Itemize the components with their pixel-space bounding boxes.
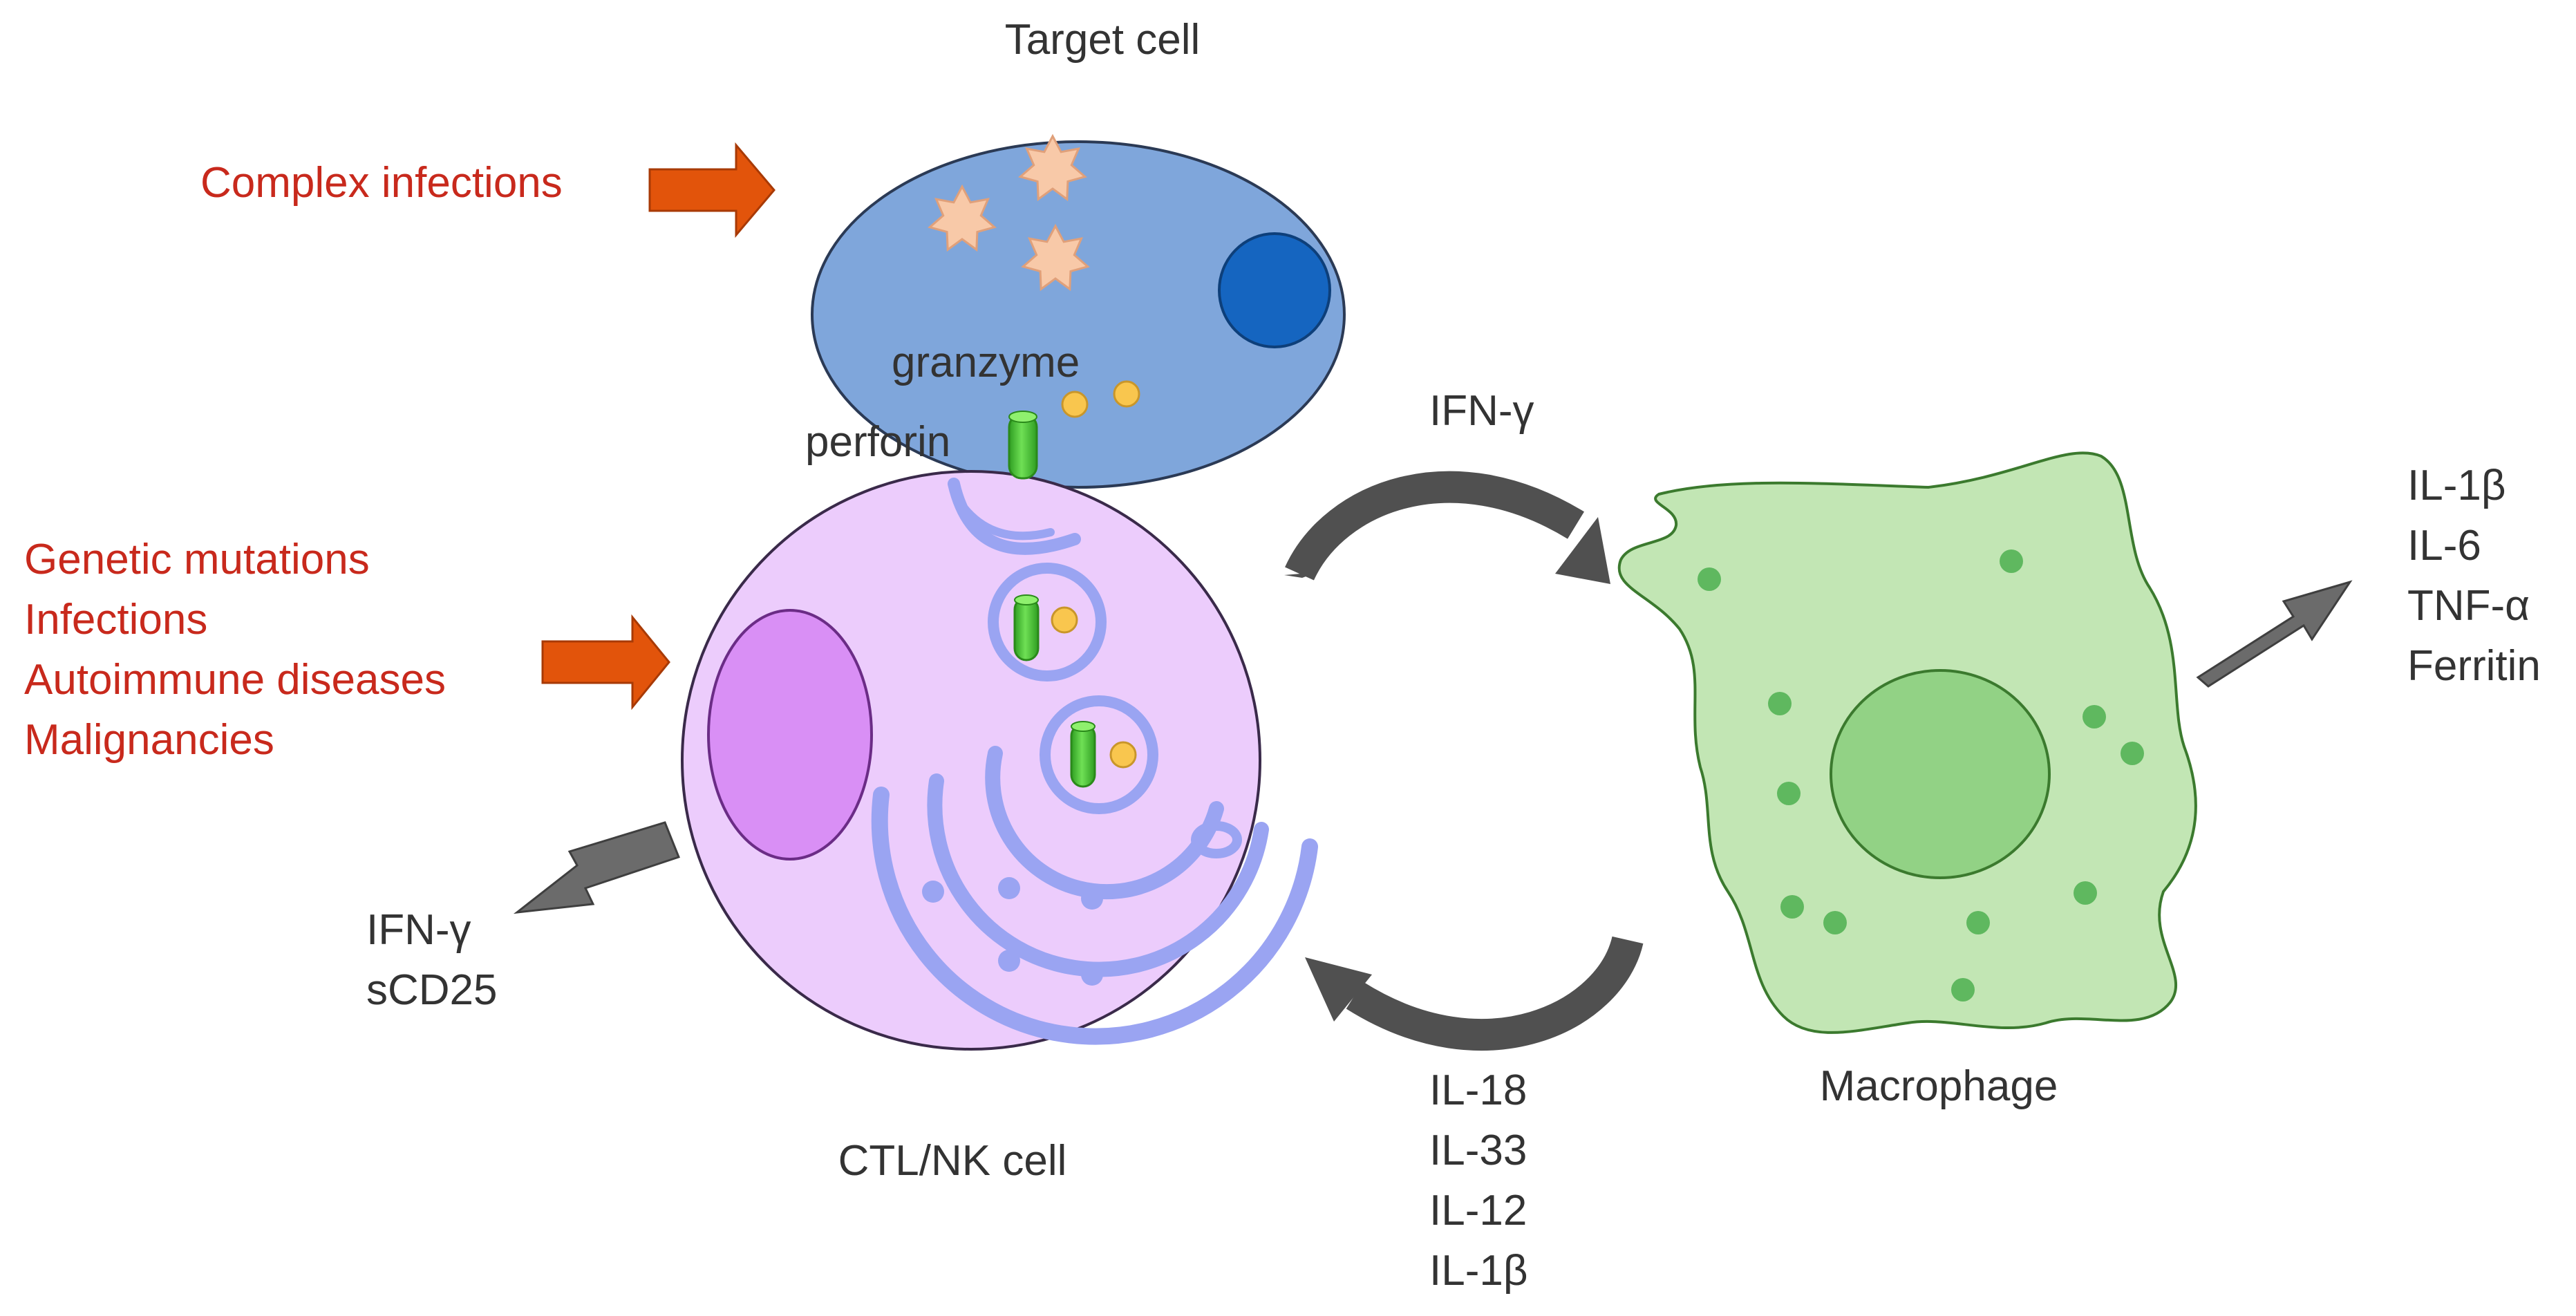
macrophage-secreted-list: IL-1β IL-6 TNF-α Ferritin	[2407, 462, 2541, 690]
ribosome-dots	[922, 877, 1103, 986]
macrophage	[1617, 451, 2197, 1034]
ctl-output-arrow	[513, 821, 680, 914]
perforin-in-granule	[1013, 594, 1040, 661]
granzyme-granule	[1113, 380, 1140, 408]
macrophage-label: Macrophage	[1820, 1062, 2058, 1110]
complex-infections-label: Complex infections	[200, 159, 563, 207]
macrophage-secreted-item: IL-6	[2407, 522, 2481, 570]
small-vesicle	[1191, 821, 1242, 858]
ctl-nucleus	[707, 609, 873, 861]
fusing-vesicle	[948, 478, 1081, 555]
ctl-secreted-item: IFN-γ	[366, 906, 471, 954]
interleukin-item: IL-12	[1429, 1187, 1527, 1234]
interleukin-signal-list: IL-18 IL-33 IL-12 IL-1β	[1429, 1066, 1528, 1295]
macrophage-nucleus	[1830, 669, 2051, 879]
macrophage-secreted-item: Ferritin	[2407, 642, 2541, 690]
granzyme-in-granule	[1109, 741, 1137, 769]
golgi-arc	[985, 746, 1224, 900]
fusing-vesicle-inner	[960, 504, 1055, 540]
macrophage-secreted-item: TNF-α	[2407, 582, 2530, 630]
ctl-trigger-list: Genetic mutations Infections Autoimmune …	[24, 536, 446, 764]
perforin-pore	[1008, 411, 1038, 480]
ctl-secreted-item: sCD25	[366, 966, 498, 1014]
interleukin-item: IL-33	[1429, 1127, 1527, 1174]
macrophage-secreted-item: IL-1β	[2407, 462, 2506, 509]
ctl-cell-body	[681, 470, 1261, 1051]
lytic-granule	[988, 563, 1107, 682]
trigger-item: Infections	[24, 596, 207, 643]
perforin-in-granule	[1070, 721, 1096, 788]
lytic-granule	[1040, 695, 1158, 814]
granzyme-granule	[1061, 391, 1089, 418]
trigger-item: Malignancies	[24, 716, 274, 764]
target-cell	[811, 133, 1346, 489]
ctl-nk-label: CTL/NK cell	[838, 1137, 1067, 1185]
ctl-nk-cell	[681, 470, 1318, 1051]
macrophage-granules	[1698, 549, 2144, 1002]
trigger-item: Autoimmune diseases	[24, 656, 446, 704]
ctl-trigger-arrow	[541, 614, 670, 711]
pathogen-star-icon	[1018, 133, 1087, 202]
interleukin-curved-arrow	[1305, 935, 1644, 1051]
golgi-arc	[871, 787, 1318, 1045]
granzyme-label: granzyme	[892, 339, 1080, 386]
interleukin-item: IL-18	[1429, 1066, 1527, 1114]
target-cell-title: Target cell	[1005, 16, 1201, 64]
granzyme-in-granule	[1051, 606, 1078, 634]
ifn-gamma-curved-arrow	[1284, 471, 1610, 584]
golgi-arc	[927, 773, 1269, 977]
trigger-item: Genetic mutations	[24, 536, 370, 583]
pathogen-stars	[928, 133, 1090, 292]
pathogen-star-icon	[1021, 223, 1090, 292]
macrophage-output-arrow	[2196, 580, 2353, 688]
perforin-label: perforin	[805, 418, 950, 466]
pathogen-star-icon	[928, 184, 997, 252]
complex-infections-arrow	[648, 142, 775, 238]
ifn-gamma-signal-label: IFN-γ	[1429, 387, 1534, 435]
ctl-secreted-list: IFN-γ sCD25	[366, 906, 498, 1014]
interleukin-item: IL-1β	[1429, 1247, 1528, 1295]
target-cell-nucleus	[1218, 232, 1331, 348]
